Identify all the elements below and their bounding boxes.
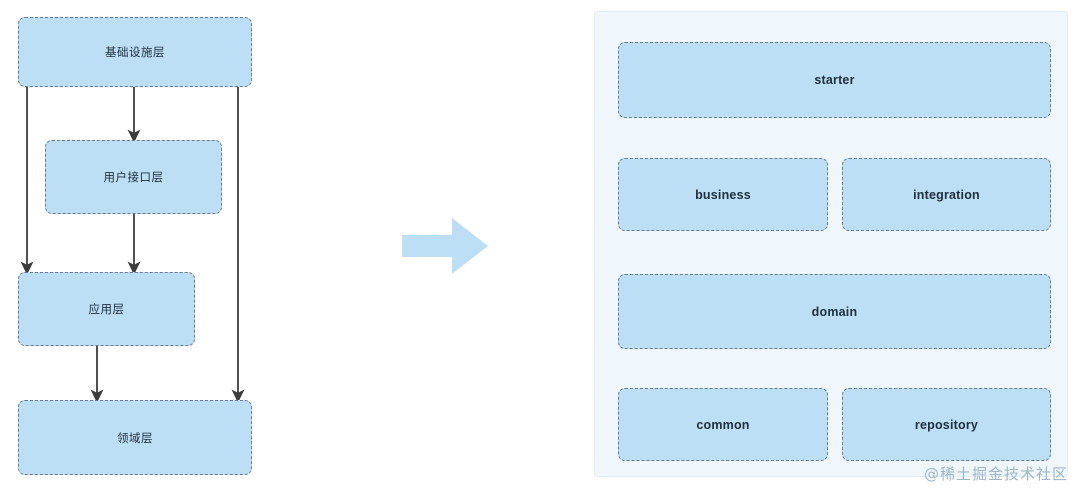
module-box-repository[interactable]: repository xyxy=(842,388,1051,461)
module-box-starter[interactable]: starter xyxy=(618,42,1051,118)
layer-label-application: 应用层 xyxy=(88,302,125,316)
left-layered-architecture: 基础设施层 用户接口层 应用层 领域层 xyxy=(0,0,300,492)
layer-box-user-interface[interactable]: 用户接口层 xyxy=(45,140,222,214)
right-module-panel: starter business integration domain comm… xyxy=(594,11,1068,477)
module-label-starter: starter xyxy=(814,73,855,87)
module-label-domain: domain xyxy=(811,304,858,319)
layer-box-infrastructure[interactable]: 基础设施层 xyxy=(18,17,252,87)
module-label-repository: repository xyxy=(914,417,979,432)
layer-label-user-interface: 用户接口层 xyxy=(103,170,164,184)
module-label-common: common xyxy=(696,417,750,432)
transform-arrow-icon xyxy=(402,218,488,274)
layer-box-application[interactable]: 应用层 xyxy=(18,272,195,346)
watermark-text: @稀土掘金技术社区 xyxy=(923,465,1068,483)
layer-box-domain[interactable]: 领域层 xyxy=(18,400,252,475)
module-box-domain[interactable]: domain xyxy=(618,274,1051,349)
layer-connector-arrows xyxy=(20,87,245,403)
module-box-common[interactable]: common xyxy=(618,388,828,461)
layer-label-infrastructure: 基础设施层 xyxy=(105,45,165,59)
module-label-integration: integration xyxy=(913,187,980,202)
module-label-business: business xyxy=(695,187,751,202)
module-box-integration[interactable]: integration xyxy=(842,158,1051,231)
module-box-business[interactable]: business xyxy=(618,158,828,231)
layer-label-domain: 领域层 xyxy=(117,430,153,445)
